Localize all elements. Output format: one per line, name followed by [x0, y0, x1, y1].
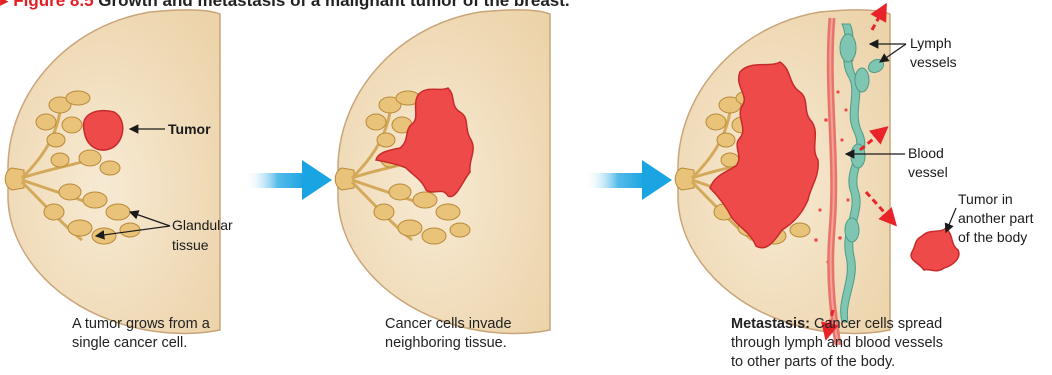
caption-stage-3-line2: through lymph and blood vessels: [731, 334, 943, 353]
blood-label-line1: Blood: [908, 145, 944, 161]
glandular-label-line1: Glandular: [172, 217, 233, 233]
other-tumor-label-line1: Tumor in: [958, 191, 1013, 207]
caption-stage-1-line2: single cancer cell.: [72, 334, 210, 353]
progression-arrow-2: [585, 160, 672, 200]
small-tumor: [83, 111, 122, 150]
caption-stage-1-line1: A tumor grows from a: [72, 315, 210, 334]
caption-stage-3-bold: Metastasis:: [731, 316, 810, 332]
caption-stage-2: Cancer cells invade neighboring tissue.: [385, 315, 512, 353]
progression-arrow-1: [245, 160, 332, 200]
blood-label-line2: vessel: [908, 164, 948, 180]
distant-tumor: [911, 228, 959, 271]
caption-stage-3: Metastasis: Cancer cells spread through …: [731, 315, 943, 372]
caption-stage-2-line1: Cancer cells invade: [385, 315, 512, 334]
other-tumor-label-line3: of the body: [958, 229, 1027, 245]
caption-stage-3-line3: to other parts of the body.: [731, 353, 943, 372]
breast-stage-1: Tumor Glandular tissue: [5, 10, 233, 334]
caption-stage-1: A tumor grows from a single cancer cell.: [72, 315, 210, 353]
glandular-label-line2: tissue: [172, 237, 209, 253]
caption-stage-2-line2: neighboring tissue.: [385, 334, 512, 353]
lymph-label-line2: vessels: [910, 54, 957, 70]
other-tumor-label-line2: another part: [958, 210, 1034, 226]
tumor-label: Tumor: [168, 121, 211, 137]
caption-stage-3-line1: Cancer cells spread: [810, 316, 942, 332]
lymph-label-line1: Lymph: [910, 35, 952, 51]
breast-stage-2: [335, 10, 550, 334]
